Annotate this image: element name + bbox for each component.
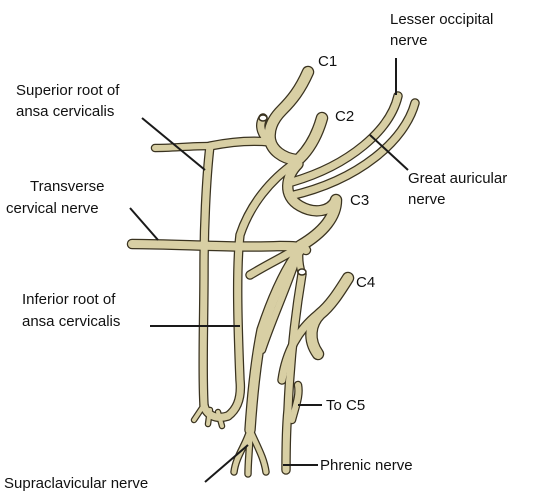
nerve-paths — [132, 72, 415, 474]
label-supraclavicular: Supraclavicular nerve — [4, 475, 148, 492]
label-inferior-root-line1: Inferior root of — [22, 291, 116, 308]
label-c1: C1 — [318, 53, 337, 70]
leader-supraclavicular — [205, 445, 248, 482]
label-transverse-cervical-line2: cervical nerve — [6, 200, 99, 217]
stump-c3 — [298, 269, 306, 275]
label-transverse-cervical-line1: Transverse — [30, 178, 104, 195]
nerve-ansa-twig2 — [208, 410, 210, 424]
label-lesser-occipital-line1: Lesser occipital — [390, 11, 493, 28]
label-c2: C2 — [335, 108, 354, 125]
nerve-supraclavicular-fan2 — [248, 430, 250, 474]
nerve-superior-root-twig — [155, 146, 210, 148]
label-phrenic: Phrenic nerve — [320, 457, 413, 474]
nerve-c2 — [300, 118, 322, 158]
leader-transverse-cervical — [130, 208, 158, 240]
stump-c1-top — [259, 115, 267, 121]
label-c3: C3 — [350, 192, 369, 209]
label-great-auricular-line1: Great auricular — [408, 170, 507, 187]
label-inferior-root-line2: ansa cervicalis — [22, 313, 120, 330]
label-great-auricular-line2: nerve — [408, 191, 446, 208]
label-lesser-occipital-line2: nerve — [390, 32, 428, 49]
label-superior-root-line1: Superior root of — [16, 82, 120, 99]
label-to-c5: To C5 — [326, 397, 365, 414]
label-c4: C4 — [356, 274, 375, 291]
label-superior-root-line2: ansa cervicalis — [16, 103, 114, 120]
